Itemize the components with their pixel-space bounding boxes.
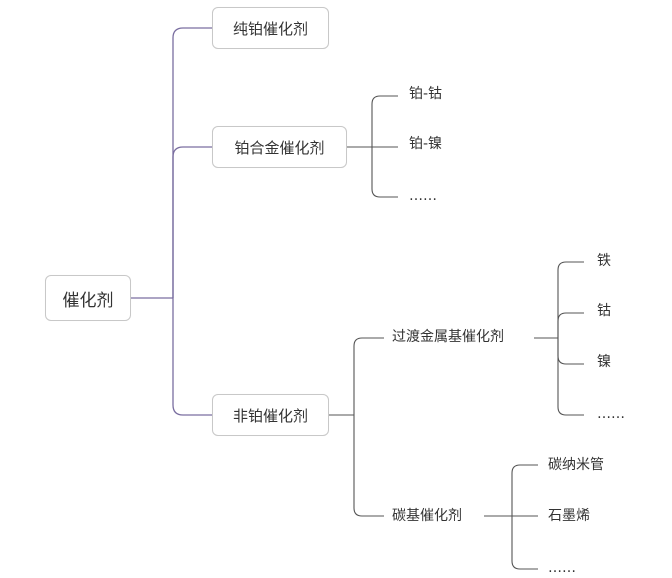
leaf-pt-ni[interactable]: 铂-镍 xyxy=(409,136,443,152)
connector-carbon-ellipsis xyxy=(511,516,538,570)
leaf-tm-ellipsis[interactable]: …… xyxy=(597,406,625,422)
branch-non-pt-label: 非铂催化剂 xyxy=(232,406,308,425)
connector-cnt xyxy=(511,464,538,516)
connector-fe xyxy=(557,261,584,338)
root-connectors xyxy=(131,27,212,416)
branch-pure-pt[interactable]: 纯铂催化剂 xyxy=(212,7,329,49)
connector-tm-ellipsis xyxy=(557,338,584,416)
leaf-pt-ellipsis[interactable]: …… xyxy=(409,188,437,204)
connector-pure-pt xyxy=(172,27,212,298)
leaf-co[interactable]: 钴 xyxy=(597,303,611,319)
branch-non-pt[interactable]: 非铂催化剂 xyxy=(212,394,329,436)
connector-carbon xyxy=(353,415,384,517)
connector-ni xyxy=(557,338,584,365)
branch-pure-pt-label: 纯铂催化剂 xyxy=(232,19,308,38)
branch-pt-alloy-label: 铂合金催化剂 xyxy=(234,138,325,157)
subbranch-carbon[interactable]: 碳基催化剂 xyxy=(392,508,462,524)
subbranch-transition-metal[interactable]: 过渡金属基催化剂 xyxy=(392,329,504,345)
connector-co xyxy=(557,312,584,338)
sub-connectors xyxy=(329,95,584,570)
leaf-cnt[interactable]: 碳纳米管 xyxy=(548,457,604,473)
connector-non-pt xyxy=(172,298,212,416)
connector-transition-metal xyxy=(353,337,384,415)
leaf-graphene[interactable]: 石墨烯 xyxy=(548,508,590,524)
root-node[interactable]: 催化剂 xyxy=(45,275,131,321)
leaf-carbon-ellipsis[interactable]: …… xyxy=(548,560,576,576)
leaf-fe[interactable]: 铁 xyxy=(597,253,611,269)
branch-pt-alloy[interactable]: 铂合金催化剂 xyxy=(212,126,347,168)
connector-pt-alloy xyxy=(172,146,212,298)
root-label: 催化剂 xyxy=(62,290,114,311)
connector-pt-ellipsis xyxy=(371,147,398,198)
leaf-pt-co[interactable]: 铂-钴 xyxy=(409,86,443,102)
leaf-ni[interactable]: 镍 xyxy=(597,354,611,370)
connector-pt-co xyxy=(371,95,398,147)
